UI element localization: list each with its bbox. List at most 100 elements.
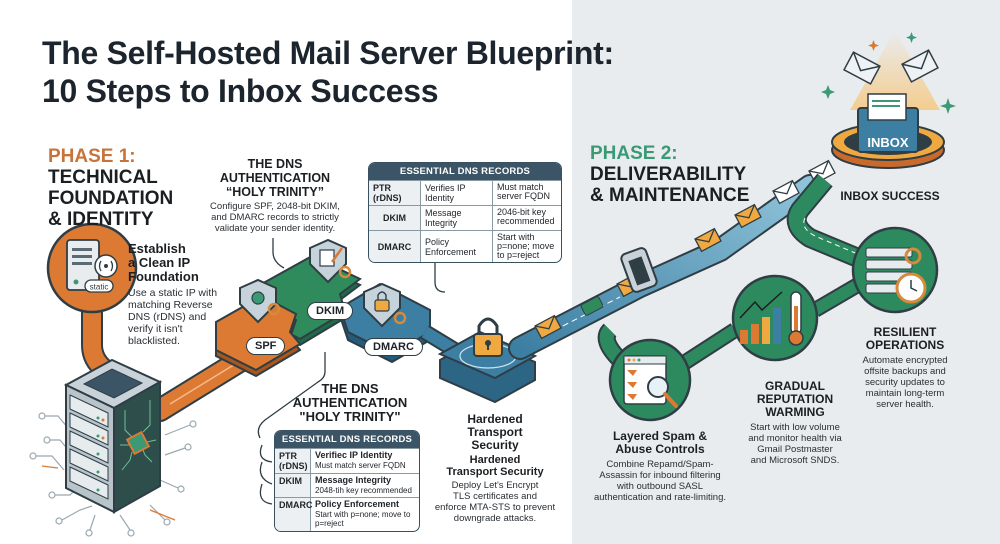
phase2-label: PHASE 2:	[590, 143, 678, 164]
heading-line: Security	[471, 438, 519, 452]
body-line: Use a static IP with	[128, 287, 218, 299]
heading-line: AUTHENTICATION	[219, 171, 331, 185]
record-detail: Policy Enforcement Start with p=none; mo…	[311, 498, 419, 531]
step-heading: GRADUAL REPUTATION WARMING	[730, 380, 860, 419]
page-title: The Self-Hosted Mail Server Blueprint: 1…	[42, 34, 614, 110]
body-line: Combine Repamd/Spam-	[606, 459, 714, 470]
body-line: blacklisted.	[128, 335, 180, 347]
body-line: validate your sender identity.	[214, 223, 336, 234]
server-static-ip-icon	[46, 222, 138, 314]
body-line: Configure SPF, 2048-bit DKIM,	[210, 201, 340, 212]
body-line: verify it isn't	[128, 323, 183, 335]
table-header: ESSENTIAL DNS RECORDS	[275, 431, 419, 448]
body-line: server health.	[876, 399, 934, 410]
body-line: enforce MTA-STS to prevent	[434, 502, 556, 513]
step-transport-security: Hardened Transport Security Hardened Tra…	[425, 413, 565, 525]
body-line: security updates to	[865, 377, 945, 388]
body-line: and monitor health via	[748, 433, 842, 444]
server-rack-icon	[29, 358, 197, 537]
record-type: DMARC	[275, 498, 313, 531]
table-row: DMARC Policy Enforcement Start with p=no…	[275, 497, 419, 531]
body-line: authentication and rate-limiting.	[593, 492, 727, 503]
record-note: 2048-tih key recommended	[315, 485, 412, 495]
record-detail: Verifiec IP Identity Must match server F…	[311, 449, 419, 473]
record-purpose: Message Integrity	[315, 475, 392, 485]
transport-tube	[420, 174, 822, 404]
step-dns-trinity-repeat: THE DNS AUTHENTICATION "HOLY TRINITY"	[285, 382, 415, 424]
record-type: PTR (rDNS)	[369, 181, 421, 205]
inbox-tray-icon	[821, 30, 956, 169]
step-heading: THE DNS AUTHENTICATION “HOLY TRINITY”	[200, 157, 350, 199]
body-line: Deploy Let's Encrypt	[451, 480, 539, 491]
step-body: Deploy Let's Encrypt TLS certificates an…	[425, 480, 565, 524]
dns-records-table-bottom: ESSENTIAL DNS RECORDS PTR (rDNS) Verifie…	[274, 430, 420, 532]
heading-line: Transport	[467, 425, 523, 439]
step-heading: Hardened Transport Security	[425, 413, 565, 452]
heading-line: REPUTATION	[756, 392, 834, 406]
record-note: Must match server FQDN	[315, 460, 406, 470]
phase1-title-line: TECHNICAL	[48, 167, 158, 188]
reputation-chart-icon	[731, 274, 819, 362]
heading-line: Abuse Controls	[615, 442, 705, 456]
dkim-badge: DKIM	[307, 302, 354, 320]
step-body: Start with low volume and monitor health…	[730, 422, 860, 466]
table-row: PTR (rDNS) Verifiec IP Identity Must mat…	[275, 448, 419, 473]
record-note: Must match server FQDN	[497, 182, 551, 201]
phase2-title-line: & MAINTENANCE	[590, 185, 750, 206]
heading-line: “HOLY TRINITY”	[226, 185, 324, 199]
lock-badge-icon	[580, 296, 604, 316]
step-heading: Layered Spam & Abuse Controls	[580, 430, 740, 456]
record-type: DKIM	[275, 474, 311, 497]
body-line: Gmail Postmaster	[757, 444, 833, 455]
record-note: 2046-bit key recommended	[497, 207, 555, 226]
step-dns-trinity: THE DNS AUTHENTICATION “HOLY TRINITY” Co…	[200, 157, 350, 234]
step-reputation-warming: GRADUAL REPUTATION WARMING Start with lo…	[730, 380, 860, 467]
body-line: Assassin for inbound filtering	[599, 470, 721, 481]
body-line: TLS certificates and	[453, 491, 537, 502]
phase2-heading: PHASE 2: DELIVERABILITY & MAINTENANCE	[590, 143, 749, 206]
subheading-line: Transport Security	[446, 466, 544, 478]
heading-line: WARMING	[765, 405, 825, 419]
record-type: PTR (rDNS)	[275, 449, 311, 473]
step-body: Combine Repamd/Spam- Assassin for inboun…	[580, 459, 740, 503]
step-resilient-operations: RESILIENT OPERATIONS Automate encrypted …	[840, 325, 970, 411]
step-body: Configure SPF, 2048-bit DKIM, and DMARC …	[200, 201, 350, 234]
record-purpose: Policy Enforcement	[315, 499, 400, 509]
table-row: PTR (rDNS) Verifies IP Identity Must mat…	[369, 180, 561, 205]
step-clean-ip: Establish a Clean IP Foundation Use a st…	[128, 242, 238, 348]
record-purpose: Message Integrity	[421, 206, 493, 230]
spam-filter-icon	[608, 338, 692, 422]
spf-badge: SPF	[246, 337, 286, 355]
record-detail: Message Integrity 2048-tih key recommend…	[311, 474, 419, 497]
static-ip-badge: static	[90, 283, 109, 292]
record-purpose: Policy Enforcement	[421, 231, 493, 262]
title-line-1: The Self-Hosted Mail Server Blueprint:	[42, 35, 614, 71]
heading-line: Hardened	[467, 412, 523, 426]
step-subheading: Hardened Transport Security	[425, 454, 565, 478]
phase1-heading: PHASE 1: TECHNICAL FOUNDATION & IDENTITY	[48, 146, 173, 230]
inbox-box-label: INBOX	[867, 135, 909, 150]
phase2-title-line: DELIVERABILITY	[590, 164, 747, 185]
connector-lines	[257, 235, 446, 505]
dns-records-table-top: ESSENTIAL DNS RECORDS PTR (rDNS) Verifie…	[368, 162, 562, 263]
record-purpose: Verifies IP Identity	[421, 181, 493, 205]
body-line: Start with low volume	[750, 422, 840, 433]
record-note: Start with p=none; move to p=reject	[315, 509, 411, 529]
table-row: DMARC Policy Enforcement Start with p=no…	[369, 230, 561, 262]
record-type: DKIM	[369, 206, 421, 230]
body-line: and Microsoft SNDS.	[750, 455, 840, 466]
record-type: DMARC	[369, 231, 421, 262]
heading-line: Layered Spam &	[612, 429, 708, 443]
heading-line: RESILIENT	[873, 325, 937, 339]
body-line: DNS (rDNS) and	[128, 311, 207, 323]
heading-line: AUTHENTICATION	[292, 395, 408, 410]
record-note: Start with p=none; move to p=reject	[497, 232, 555, 260]
heading-line: GRADUAL	[765, 379, 825, 393]
body-line: Automate encrypted	[862, 355, 948, 366]
body-line: with outbound SASL	[616, 481, 704, 492]
heading-line: "HOLY TRINITY"	[299, 409, 401, 424]
phase1-label: PHASE 1:	[48, 146, 136, 167]
body-line: matching Reverse	[128, 299, 213, 311]
body-line: and DMARC records to strictly	[211, 212, 339, 223]
